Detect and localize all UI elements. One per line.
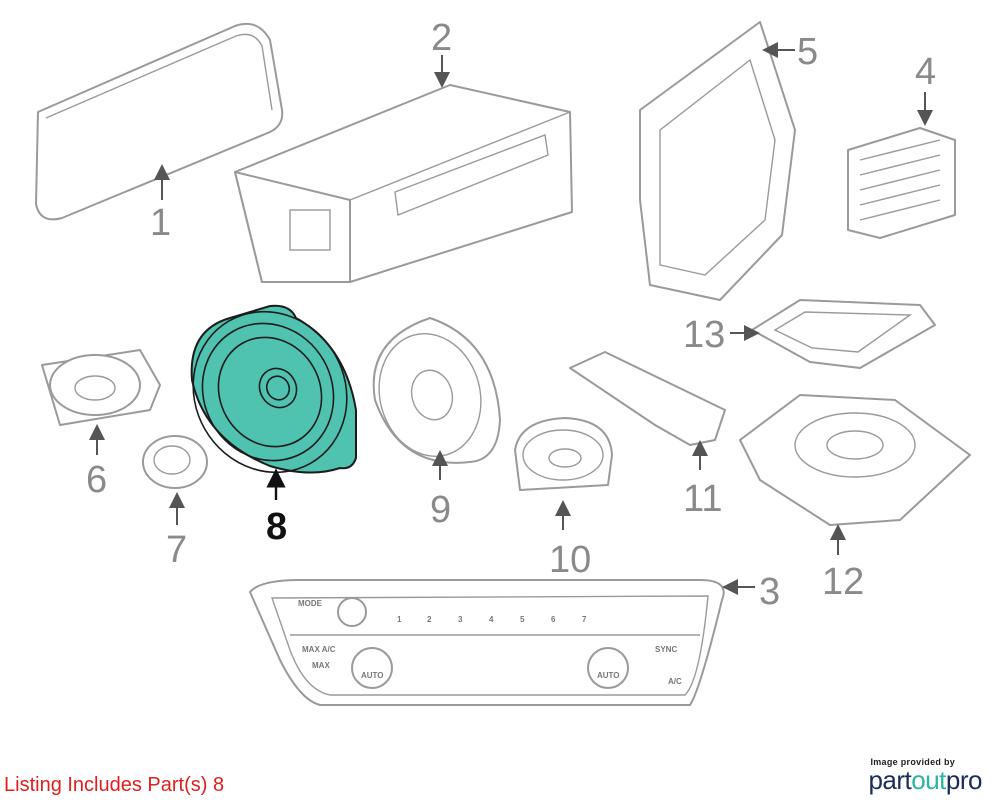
partoutpro-logo: partoutpro	[868, 767, 982, 793]
part-11-trim[interactable]	[569, 351, 726, 470]
part-9-speaker[interactable]	[366, 317, 501, 480]
callout-10[interactable]: 10	[549, 539, 591, 581]
cp-max-label: MAX	[312, 661, 330, 670]
callout-3[interactable]: 3	[759, 571, 780, 613]
part-1-display[interactable]	[35, 22, 284, 221]
part-4-amplifier[interactable]	[847, 92, 956, 239]
logo-pro: pro	[945, 765, 983, 795]
cp-auto-left-label: AUTO	[361, 671, 384, 680]
callout-11[interactable]: 11	[683, 478, 722, 520]
callout-8-selected[interactable]: 8	[266, 506, 287, 548]
cp-ac-label: A/C	[668, 677, 682, 686]
cp-maxac-label: MAX A/C	[302, 645, 336, 654]
cp-auto-right-label: AUTO	[597, 671, 620, 680]
cp-sync-label: SYNC	[655, 645, 677, 654]
logo-part: part	[868, 765, 912, 795]
listing-includes-text: Listing Includes Part(s) 8	[4, 774, 225, 796]
logo-out: out	[911, 765, 946, 795]
cp-preset: 6	[551, 615, 556, 624]
cp-preset: 7	[582, 615, 587, 624]
callout-5[interactable]: 5	[797, 31, 818, 73]
image-credit: Image provided by partoutpro	[868, 757, 982, 793]
part-5-bracket[interactable]	[639, 21, 796, 301]
cp-preset: 1	[397, 615, 402, 624]
callout-4[interactable]: 4	[915, 51, 936, 93]
callout-9[interactable]: 9	[430, 489, 451, 531]
callout-6[interactable]: 6	[86, 459, 107, 501]
part-7-tweeter[interactable]	[142, 435, 208, 525]
cp-preset: 3	[458, 615, 463, 624]
cp-mode-label: MODE	[298, 599, 323, 608]
callout-7[interactable]: 7	[166, 529, 187, 571]
credit-caption: Image provided by	[870, 757, 956, 767]
part-6-speaker[interactable]	[41, 349, 161, 455]
callout-1[interactable]: 1	[150, 202, 171, 244]
cp-preset: 2	[427, 615, 432, 624]
cp-preset: 4	[489, 615, 494, 624]
cp-preset: 5	[520, 615, 525, 624]
part-8-speaker-highlighted[interactable]	[164, 283, 376, 500]
callout-12[interactable]: 12	[822, 561, 864, 603]
part-10-speaker[interactable]	[514, 417, 613, 530]
part-2-head-unit[interactable]	[234, 55, 573, 283]
part-13-grille[interactable]	[730, 299, 936, 369]
part-12-subwoofer[interactable]	[739, 394, 971, 555]
part-3-control-panel[interactable]: MODE MAX A/C MAX AUTO AUTO SYNC A/C 1 2 …	[249, 579, 755, 706]
callout-2[interactable]: 2	[431, 17, 452, 59]
callout-13[interactable]: 13	[683, 314, 725, 356]
